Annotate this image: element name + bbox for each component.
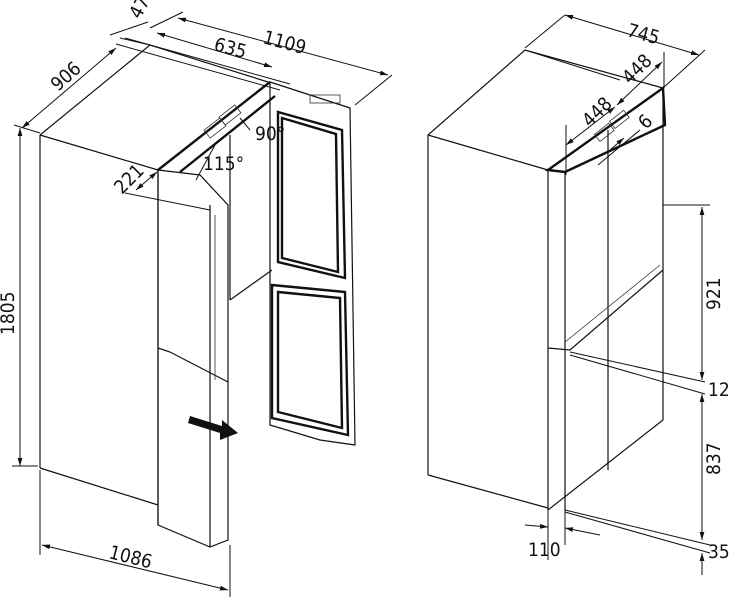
dim-921: 921	[703, 277, 725, 310]
door-open-arrow-icon	[188, 416, 238, 440]
dim-35: 35	[708, 541, 730, 563]
angle-90: 90°	[255, 123, 285, 145]
dim-1109: 1109	[261, 27, 309, 60]
dim-906: 906	[47, 58, 86, 96]
dim-1805: 1805	[0, 292, 19, 336]
left-fridge-open-doors	[39, 44, 356, 548]
dim-12: 12	[708, 379, 730, 401]
right-fridge-closed	[427, 49, 667, 511]
angle-115: 115°	[203, 153, 244, 175]
dim-635: 635	[212, 34, 249, 64]
dim-745: 745	[625, 20, 662, 50]
right-dimensions: 745 448 448 6 921 12 837 35 110	[524, 14, 730, 575]
dim-110: 110	[528, 539, 561, 561]
dim-1086: 1086	[107, 542, 155, 574]
dim-47: 47	[125, 0, 155, 22]
dim-448-back: 448	[618, 50, 657, 89]
dim-837: 837	[703, 442, 725, 475]
